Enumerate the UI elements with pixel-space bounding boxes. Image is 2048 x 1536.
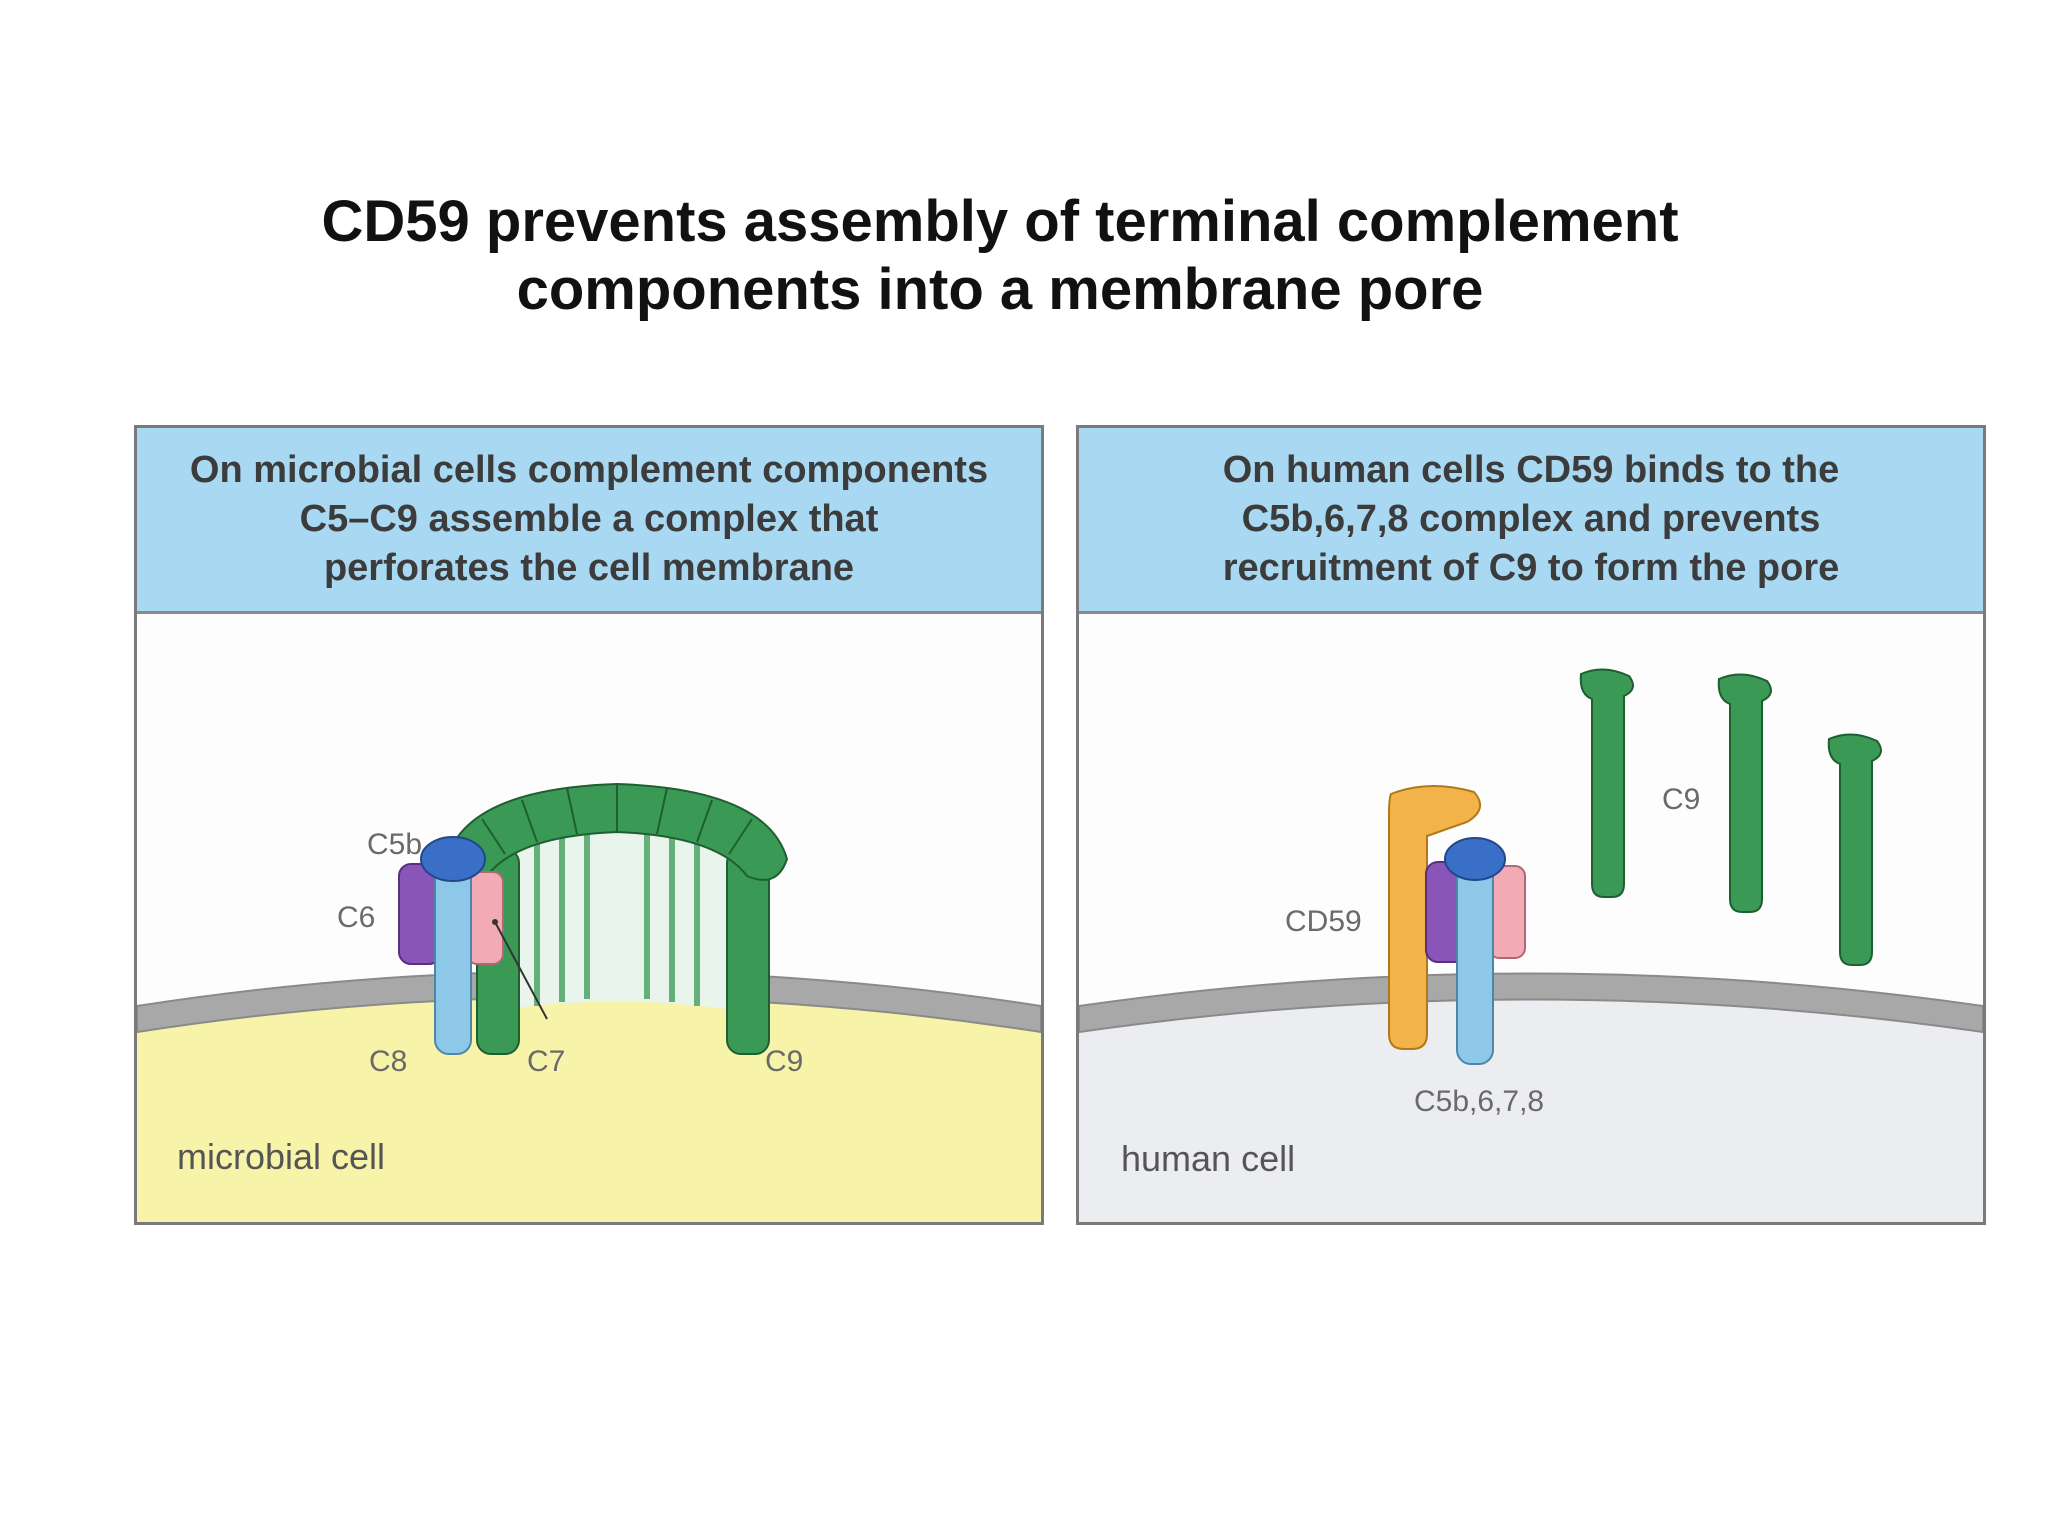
label-cd59: CD59 [1285, 905, 1362, 938]
c9-monomer-3 [1827, 733, 1882, 966]
microbial-header-line-3: perforates the cell membrane [323, 547, 855, 589]
c7-component [466, 871, 504, 965]
c5b-component [420, 836, 486, 882]
microbial-pore-diagram: C5b C6 C8 C7 C9 microbial cell [137, 782, 1041, 1222]
c5b-component [1444, 837, 1506, 881]
microbial-header-line-1: On microbial cells complement components [189, 449, 989, 491]
microbial-panel-header: On microbial cells complement components… [137, 428, 1041, 614]
label-c5b: C5b [367, 828, 422, 861]
microbial-cell-label: microbial cell [177, 1136, 385, 1177]
human-cd59-diagram: CD59 C9 C5b,6,7,8 human cell [1079, 668, 1983, 1222]
c9-monomer-2 [1717, 673, 1772, 913]
c8-component [1456, 858, 1494, 1065]
title-line-1: CD59 prevents assembly of terminal compl… [321, 189, 1679, 254]
c8-component [434, 858, 472, 1055]
c9-monomer-1 [1579, 668, 1634, 898]
c9-ring-segments [481, 784, 753, 855]
human-panel-header: On human cells CD59 binds to the C5b,6,7… [1079, 428, 1983, 614]
microbial-cell-panel: On microbial cells complement components… [134, 425, 1044, 1225]
label-c9: C9 [765, 1045, 803, 1078]
microbial-header-line-2: C5–C9 assemble a complex that [299, 498, 879, 540]
microbial-cell-body [137, 984, 1041, 1222]
c7-pointer [494, 921, 548, 1020]
pore-interior-stripes [534, 830, 700, 1006]
human-header-line-2: C5b,6,7,8 complex and prevents [1241, 498, 1821, 540]
cd59-protein [1388, 785, 1482, 1050]
label-c8: C8 [369, 1045, 407, 1078]
c7-component [1488, 865, 1526, 959]
human-header-line-3: recruitment of C9 to form the pore [1222, 547, 1840, 589]
human-header-line-1: On human cells CD59 binds to the [1222, 449, 1840, 491]
human-cell-body [1079, 986, 1983, 1222]
title-line-2: components into a membrane pore [516, 257, 1484, 322]
human-membrane [1079, 972, 1983, 1034]
label-c9: C9 [1662, 783, 1700, 816]
label-c7: C7 [527, 1045, 565, 1078]
label-c6: C6 [337, 901, 375, 934]
human-cell-label: human cell [1121, 1138, 1295, 1179]
c7-pointer-dot [492, 919, 498, 925]
human-cell-panel: On human cells CD59 binds to the C5b,6,7… [1076, 425, 1986, 1225]
page-title: CD59 prevents assembly of terminal compl… [0, 188, 2000, 324]
label-complex: C5b,6,7,8 [1414, 1085, 1544, 1118]
